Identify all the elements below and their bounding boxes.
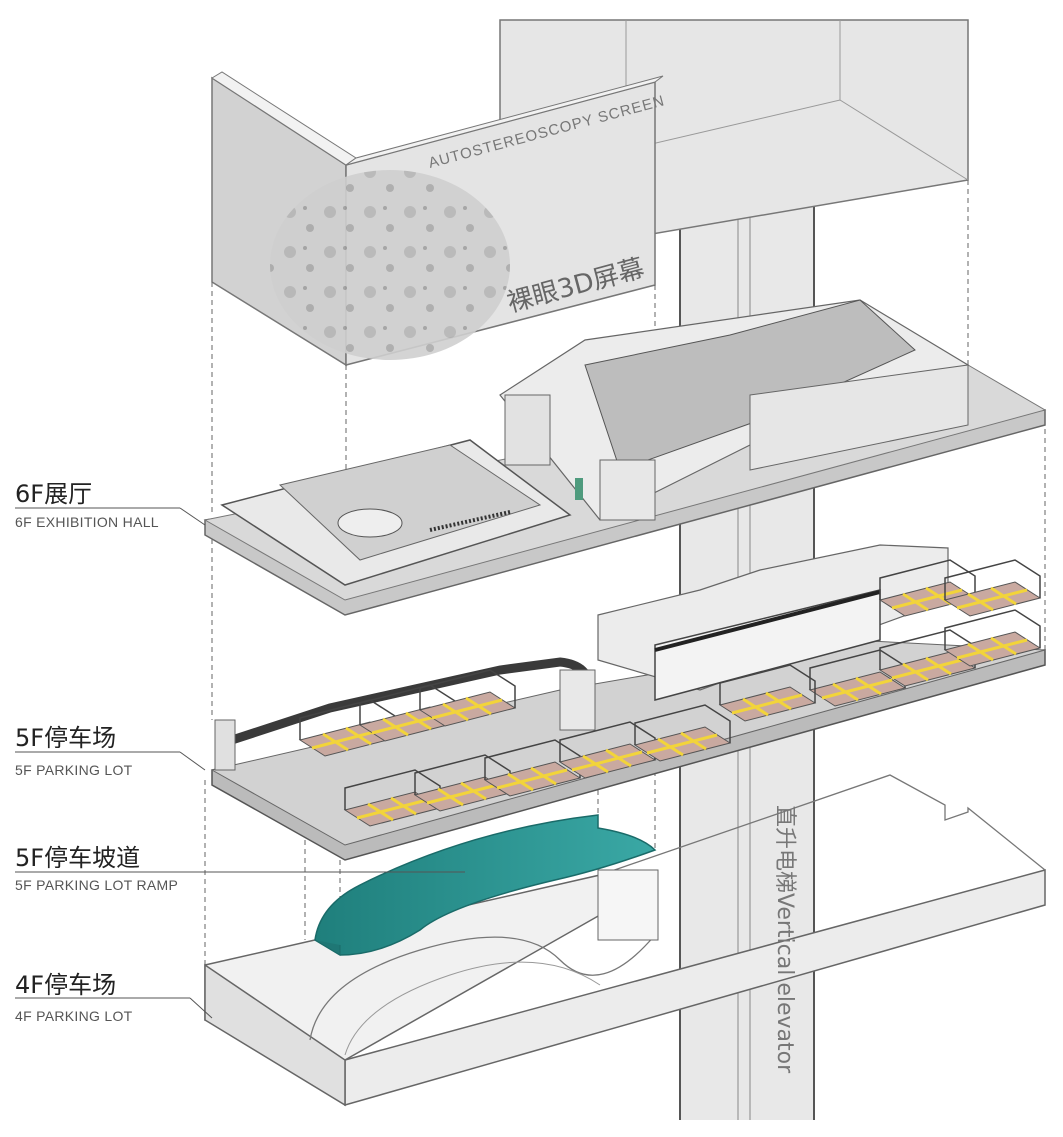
moon-image: [270, 170, 510, 360]
autostereoscopy-screen: AUTOSTEREOSCOPY SCREEN 裸眼3D屏幕: [211, 71, 667, 367]
parking-bay: [718, 664, 817, 722]
level-4f-en: 4F PARKING LOT: [15, 1008, 133, 1024]
parking-bays: [298, 559, 1042, 827]
level-4f-cn: 4F停车场: [15, 971, 117, 999]
parking-bay: [418, 669, 517, 727]
level-5f-cn: 5F停车场: [15, 724, 117, 752]
level-6f-en: 6F EXHIBITION HALL: [15, 514, 159, 530]
level-5f-en: 5F PARKING LOT: [15, 762, 133, 778]
parking-ramp-5f: [314, 814, 657, 956]
parking-bay: [483, 739, 582, 797]
level-6f-cn: 6F展厅: [15, 480, 93, 508]
level-5f-ramp-en: 5F PARKING LOT RAMP: [15, 877, 179, 893]
level-label-group: [15, 507, 465, 1019]
parking-bay: [943, 559, 1042, 617]
parking-bay: [943, 609, 1042, 667]
parking-bay: [558, 721, 657, 779]
floor-6f-exhibition-hall: [203, 299, 1047, 616]
floor-4f-parking-lot: [204, 774, 1046, 1107]
level-5f-ramp-cn: 5F停车坡道: [15, 844, 141, 872]
parking-bay: [633, 704, 732, 762]
parking-bay: [878, 559, 977, 617]
elevator-label: 直升电梯Vertical elevator: [772, 805, 797, 1074]
parking-bay: [878, 629, 977, 687]
